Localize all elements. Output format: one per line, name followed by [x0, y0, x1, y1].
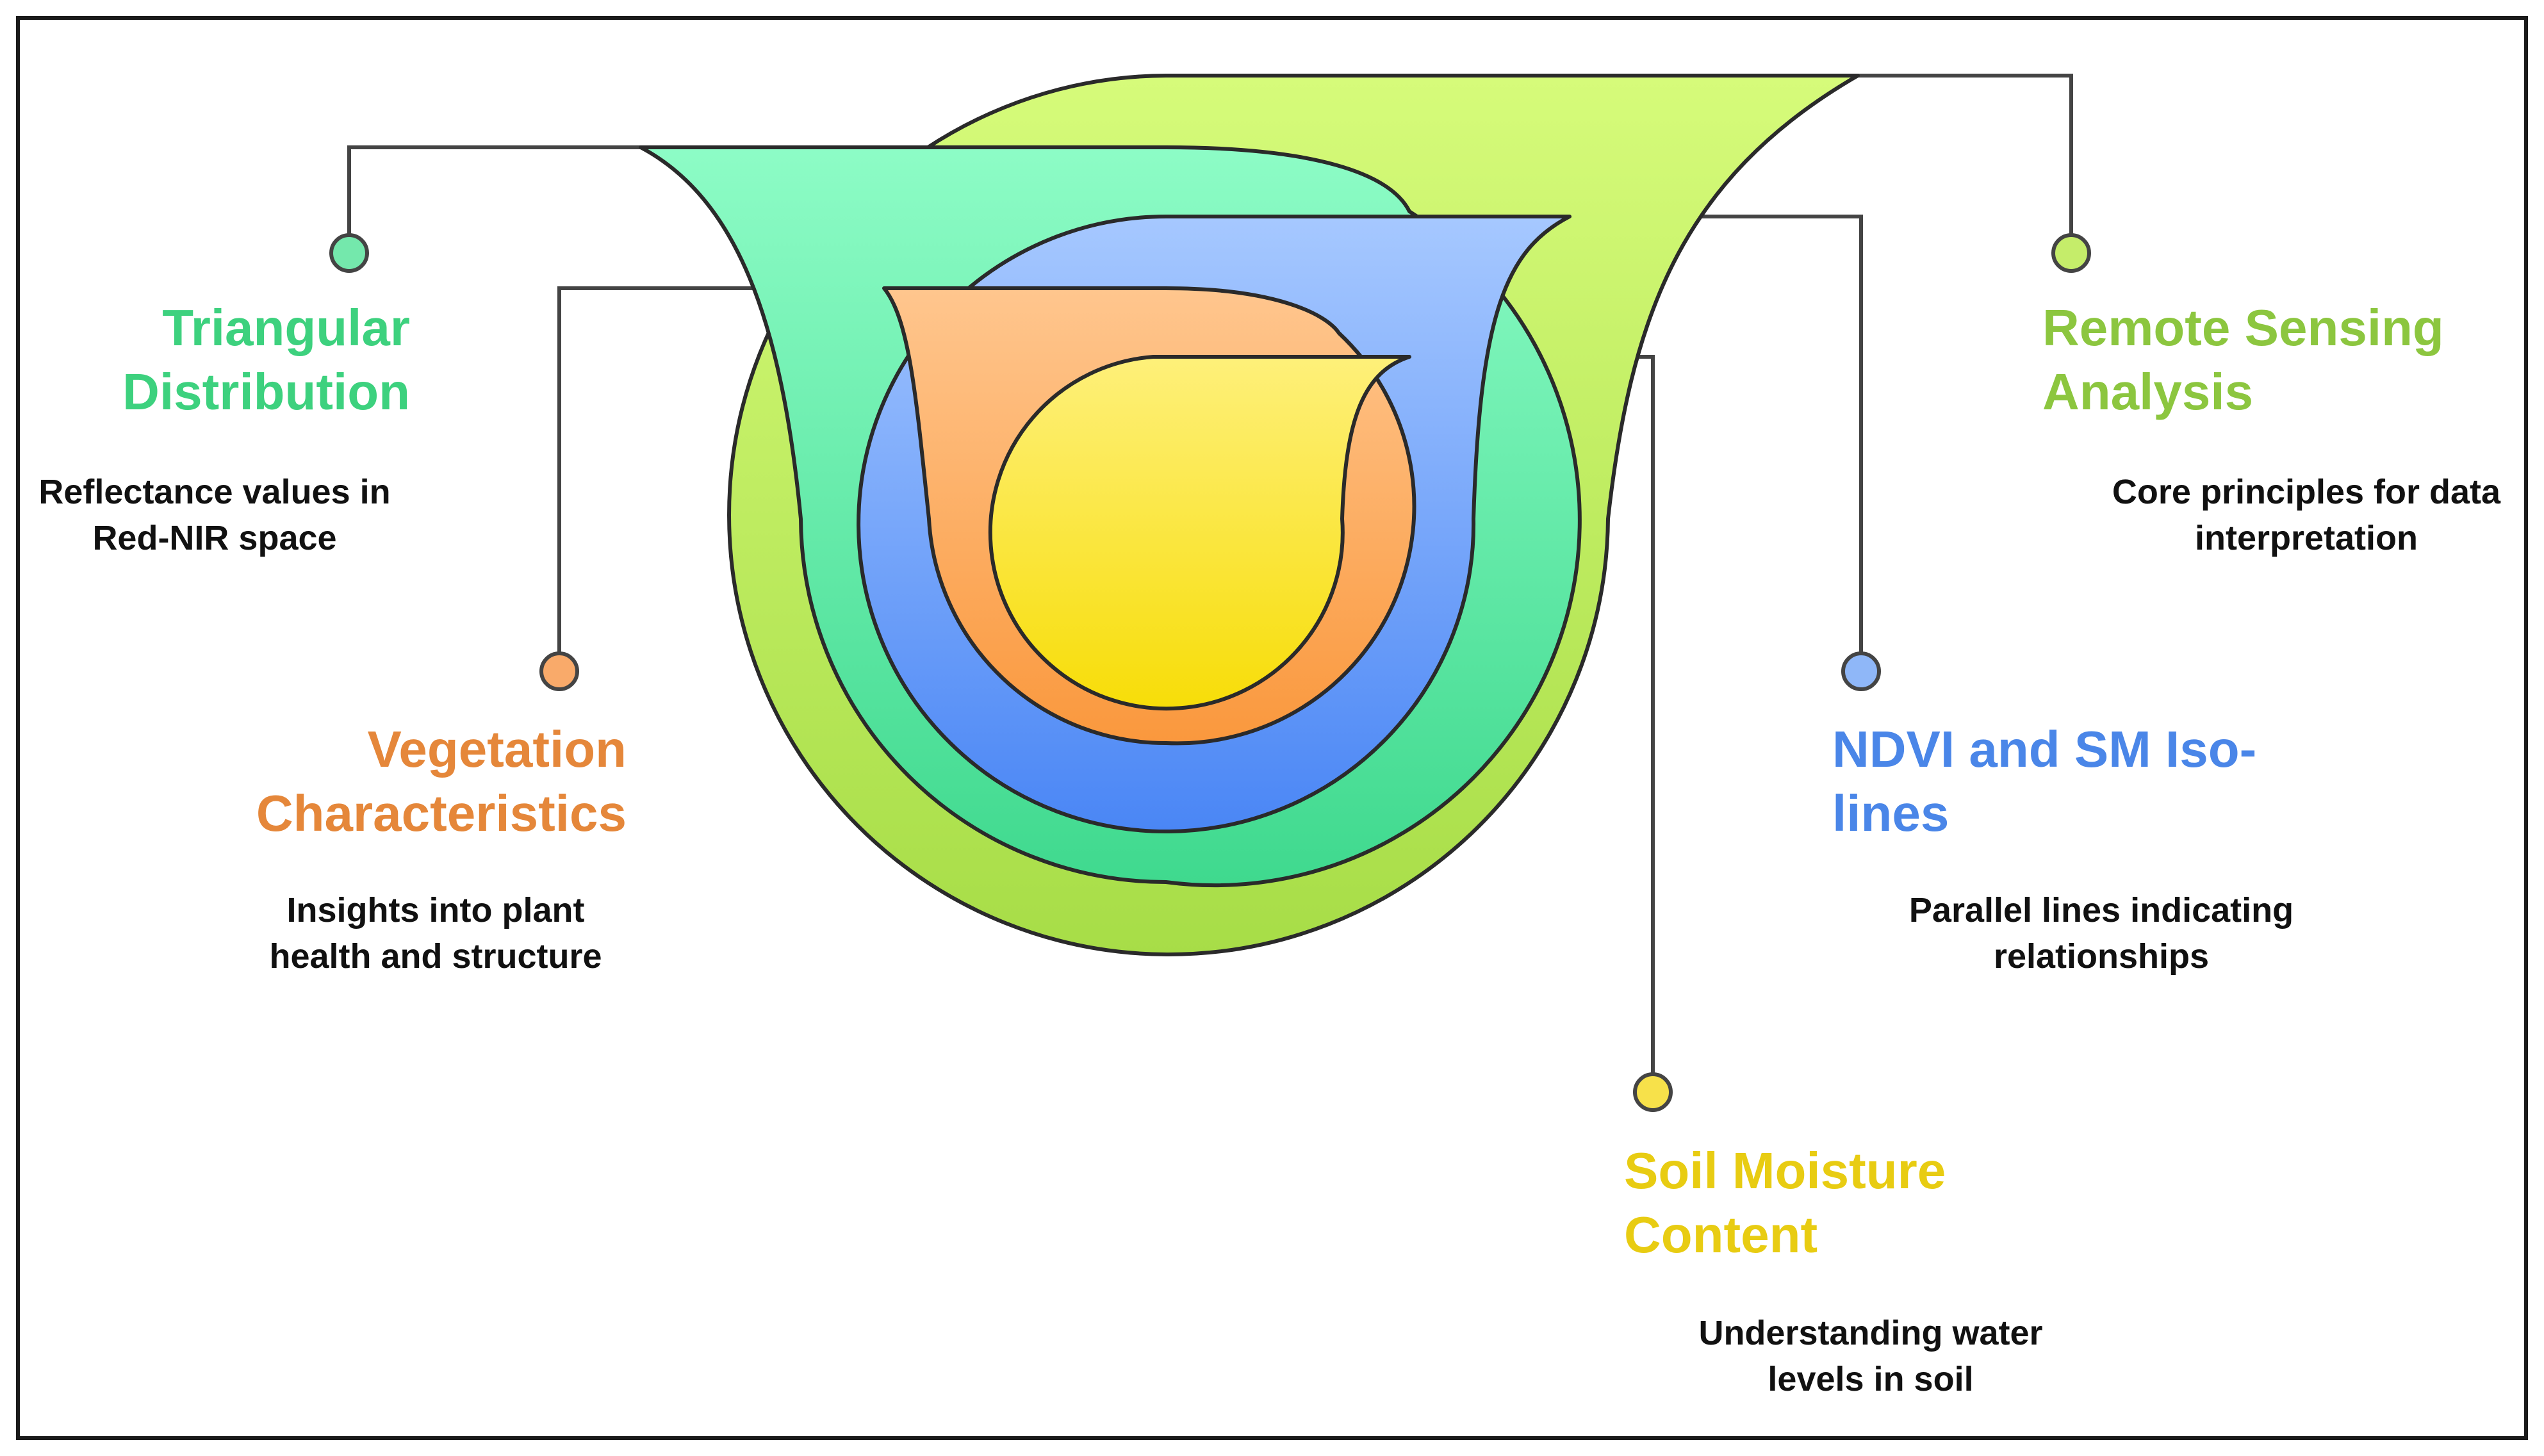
title-triangular: Triangular Distribution: [122, 299, 410, 420]
dot-vegetation: [539, 651, 579, 691]
title-remote-sensing: Remote Sensing Analysis: [2042, 299, 2444, 420]
dot-ndvi: [1841, 651, 1881, 691]
desc-remote-sensing: Core principles for data interpretation: [2112, 473, 2501, 557]
title-vegetation: Vegetation Characteristics: [256, 721, 627, 842]
dot-soil-moisture: [1633, 1072, 1673, 1112]
desc-soil-moisture: Understanding water levels in soil: [1698, 1314, 2043, 1398]
dot-triangular: [329, 233, 369, 273]
desc-triangular: Reflectance values in Red-NIR space: [38, 473, 391, 557]
desc-ndvi: Parallel lines indicating relationships: [1908, 891, 2294, 976]
title-soil-moisture: Soil Moisture Content: [1624, 1142, 1946, 1263]
title-ndvi: NDVI and SM Iso-lines: [1832, 721, 2257, 842]
connector-remote-sensing: [1858, 74, 2073, 253]
connector-triangular: [347, 145, 641, 253]
dot-remote-sensing: [2051, 233, 2091, 273]
drop-soil-moisture: [988, 355, 1411, 711]
desc-vegetation: Insights into plant health and structure: [269, 891, 602, 976]
